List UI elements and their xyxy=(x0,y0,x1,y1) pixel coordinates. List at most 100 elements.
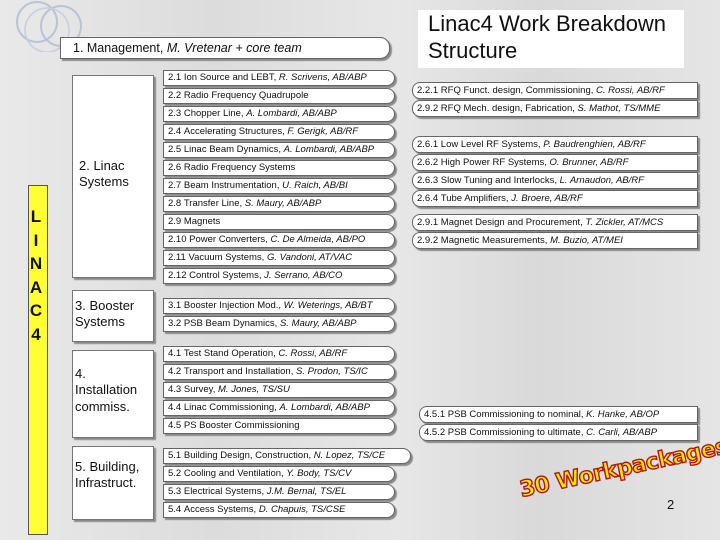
wp-subitem: 2.9.1 Magnet Design and Procurement, T. … xyxy=(412,214,698,231)
wp-person: G. Vandoni, AT/VAC xyxy=(266,252,353,264)
wp-subitem: 2.2.1 RFQ Funct. design, Commissioning, … xyxy=(412,82,698,99)
wp-text: Low Level RF Systems, xyxy=(440,138,541,150)
wp-item: 2.10 Power Converters, C. De Almeida, AB… xyxy=(163,232,395,248)
wp-code: 2.5 xyxy=(168,144,182,156)
wp-person: S. Mathot, TS/MME xyxy=(577,102,661,114)
group-label: 2. Linac Systems xyxy=(79,158,129,190)
wp-subitem: 4.5.1 PSB Commissioning to nominal, K. H… xyxy=(419,406,698,423)
wp-code: 3.1 xyxy=(168,300,182,312)
page-number: 2 xyxy=(667,497,675,512)
wp-text: Power Converters, xyxy=(189,234,268,246)
wp-item: 5.3 Electrical Systems, J.M. Bernal, TS/… xyxy=(163,484,395,500)
wp-text: Building Design, Construction, xyxy=(183,450,312,462)
wp-code: 4.3 xyxy=(168,384,182,396)
wp-person: R. Scrivens, AB/ABP xyxy=(278,72,367,84)
group-label: 3. Booster Systems xyxy=(75,298,135,330)
wp-item: 2.8 Transfer Line, S. Maury, AB/ABP xyxy=(163,196,395,212)
wp-code: 4.5 xyxy=(168,420,182,432)
wp-text: PSB Beam Dynamics, xyxy=(183,318,278,330)
wp-subitem: 2.6.4 Tube Amplifiers, J. Broere, AB/RF xyxy=(412,190,698,207)
wp-item: 2.3 Chopper Line, A. Lombardi, AB/ABP xyxy=(163,106,395,122)
wp-person: S. Prodon, TS/IC xyxy=(296,366,368,378)
wp-code: 2.3 xyxy=(168,108,182,120)
wp-text: Vacuum Systems, xyxy=(188,252,265,264)
wp-code: 2.6 xyxy=(168,162,182,174)
wp-item: 4.3 Survey, M. Jones, TS/SU xyxy=(163,382,395,398)
side-letter: L xyxy=(30,207,42,226)
wp-person: M. Buzio, AT/MEI xyxy=(550,234,623,246)
wp-code: 4.4 xyxy=(168,402,182,414)
wp-person: J. Serrano, AB/CO xyxy=(264,270,343,282)
wp-text: Booster Injection Mod., xyxy=(183,300,282,312)
wp-code: 2.1 xyxy=(168,72,182,84)
side-letter: N xyxy=(29,254,43,273)
wp-person: C. Rossi, AB/RF xyxy=(278,348,348,360)
wp-code: 2.9.1 xyxy=(417,216,439,228)
wp-item: 2.1 Ion Source and LEBT, R. Scrivens, AB… xyxy=(163,70,395,86)
group-label: 4. Installation commiss. xyxy=(75,366,138,414)
wp-code: 2.12 xyxy=(168,270,187,282)
wp-person: A. Lombardi, AB/ABP xyxy=(279,402,370,414)
side-letter: 4 xyxy=(31,324,41,344)
wp-text: PSB Commissioning to nominal, xyxy=(447,408,584,420)
wp-code: 2.9.2 xyxy=(417,234,439,246)
wp-person: C. Carli, AB/ABP xyxy=(586,426,658,438)
wp-person: T. Zickler, AT/MCS xyxy=(585,216,664,228)
group-booster-systems: 3. Booster Systems xyxy=(72,290,154,342)
wp-item: 2.11 Vacuum Systems, G. Vandoni, AT/VAC xyxy=(163,250,395,266)
wp-text: Magnet Design and Procurement, xyxy=(440,216,583,228)
wp-code: 2.6.2 xyxy=(417,156,439,168)
wp-code: 2.9.2 xyxy=(417,102,439,114)
wp-text: Cooling and Ventilation, xyxy=(183,468,284,480)
wp-code: 5.2 xyxy=(168,468,182,480)
wp-text: Beam Instrumentation, xyxy=(183,180,280,192)
wp-subitem: 2.9.2 RFQ Mech. design, Fabrication, S. … xyxy=(412,100,698,117)
wp-person: O. Brunner, AB/RF xyxy=(549,156,629,168)
wp-person: D. Chapuis, TS/CSE xyxy=(258,504,346,516)
wp-text: Access Systems, xyxy=(183,504,257,516)
wp-person: Y. Body, TS/CV xyxy=(286,468,352,480)
wp-code: 4.1 xyxy=(168,348,182,360)
side-letter: C xyxy=(29,301,43,320)
wp-person: A. Lombardi, AB/ABP xyxy=(283,144,375,156)
wp-text: RFQ Mech. design, Fabrication, xyxy=(440,102,575,114)
wp-text: Radio Frequency Quadrupole xyxy=(183,90,309,102)
wp-code: 2.2 xyxy=(168,90,182,102)
wp-item: 5.2 Cooling and Ventilation, Y. Body, TS… xyxy=(163,466,395,482)
wp-person: N. Lopez, TS/CE xyxy=(313,450,386,462)
wp-code: 5.1 xyxy=(168,450,182,462)
wp-text: Test Stand Operation, xyxy=(183,348,276,360)
group-installation: 4. Installation commiss. xyxy=(72,350,154,438)
wp-subitem: 2.9.2 Magnetic Measurements, M. Buzio, A… xyxy=(412,232,698,249)
wp-text: Transfer Line, xyxy=(183,198,243,210)
workpackages-wordart: 30 Workpackages xyxy=(517,434,720,504)
wp-text: Control Systems, xyxy=(189,270,262,282)
wp-item: 4.1 Test Stand Operation, C. Rossi, AB/R… xyxy=(163,346,395,362)
side-letter: I xyxy=(33,230,39,250)
wp-code: 2.6.4 xyxy=(417,192,439,204)
wp-subitem: 2.6.3 Slow Tuning and Interlocks, L. Arn… xyxy=(412,172,698,189)
wp-subitem: 2.6.2 High Power RF Systems, O. Brunner,… xyxy=(412,154,698,171)
wp-person: F. Gerigk, AB/RF xyxy=(287,126,359,138)
wp-item: 2.12 Control Systems, J. Serrano, AB/CO xyxy=(163,268,395,284)
wp-text: Slow Tuning and Interlocks, xyxy=(440,174,557,186)
wp-person: J. Broere, AB/RF xyxy=(511,192,583,204)
wp-person: S. Maury, AB/ABP xyxy=(279,318,357,330)
group-linac-systems: 2. Linac Systems xyxy=(72,75,154,278)
wp-item: 5.1 Building Design, Construction, N. Lo… xyxy=(163,448,411,464)
wp-code: 2.4 xyxy=(168,126,182,138)
wp-item: 2.2 Radio Frequency Quadrupole xyxy=(163,88,395,104)
wp-code: 2.7 xyxy=(168,180,182,192)
wp-code: 4.5.1 xyxy=(424,408,446,420)
wp-text: Radio Frequency Systems xyxy=(183,162,296,174)
wp-text: Accelerating Structures, xyxy=(183,126,285,138)
wp-item: 2.9 Magnets xyxy=(163,214,395,230)
wp-text: Linac Commissioning, xyxy=(183,402,277,414)
linac4-letters: L I N A C 4 xyxy=(24,205,48,346)
wp-person: L. Arnaudon, AB/RF xyxy=(559,174,644,186)
wp-text: Linac Beam Dynamics, xyxy=(183,144,282,156)
wp-item: 3.1 Booster Injection Mod., W. Weterings… xyxy=(163,298,395,314)
wp-text: High Power RF Systems, xyxy=(440,156,547,168)
wp-text: Survey, xyxy=(183,384,216,396)
wp-person: S. Maury, AB/ABP xyxy=(244,198,322,210)
